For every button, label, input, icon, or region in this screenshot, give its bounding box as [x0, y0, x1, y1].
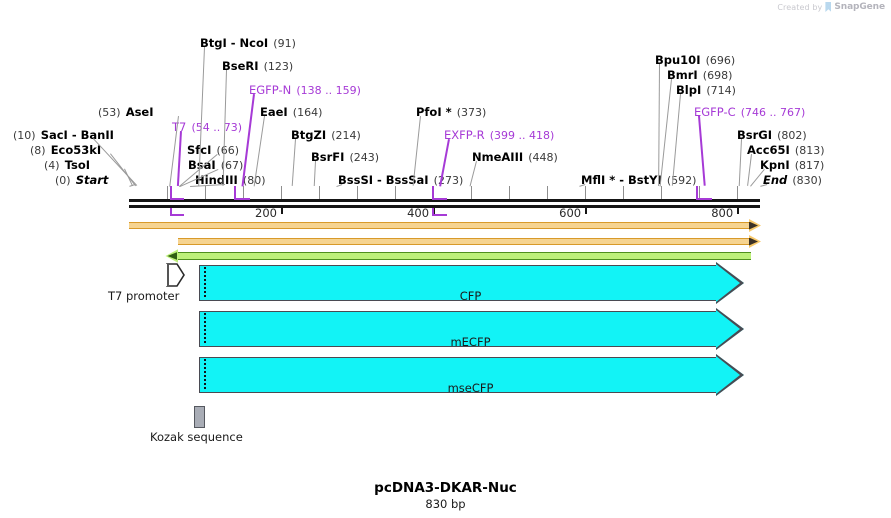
green-arrowhead-inner — [167, 252, 178, 260]
ruler-tick — [205, 186, 207, 199]
ruler-tick — [471, 186, 473, 199]
cfp-arrow-label: mECFP — [450, 335, 491, 349]
ruler-bar — [129, 199, 760, 202]
orange-feature-bar — [129, 222, 750, 229]
enzyme-label: PfoI * (373) — [416, 105, 487, 119]
cfp-start-dots-icon — [204, 313, 206, 345]
enzyme-label: EaeI (164) — [260, 105, 323, 119]
leader-line — [176, 131, 182, 187]
enzyme-label: BtgI - NcoI (91) — [200, 36, 296, 50]
enzyme-label: MflI * - BstYI (592) — [581, 173, 697, 187]
ruler-tick — [737, 186, 739, 199]
ruler-tick-mark — [281, 205, 284, 214]
kozak-sequence-label: Kozak sequence — [150, 430, 243, 444]
enzyme-label: End (830) — [763, 173, 822, 187]
enzyme-label: SfcI (66) — [187, 144, 240, 157]
ruler-tick — [623, 186, 625, 199]
enzyme-label: BlpI (714) — [676, 83, 736, 97]
ruler-tick — [585, 186, 587, 199]
ruler-tick-label: 200 — [255, 206, 277, 220]
enzyme-label: (10) SacI - BanII — [13, 128, 114, 142]
enzyme-label: BssSI - BssSaI (273) — [338, 173, 464, 187]
cfp-arrow-body — [199, 357, 717, 393]
enzyme-label: EGFP-C (746 .. 767) — [694, 105, 806, 119]
ruler-tick — [699, 186, 701, 199]
enzyme-label: (0) Start — [55, 173, 109, 187]
enzyme-label: BseRI (123) — [222, 59, 294, 73]
cfp-arrow-body — [199, 311, 717, 347]
enzyme-label: (4) TsoI — [44, 158, 91, 172]
ruler-tick — [281, 186, 283, 199]
ruler-tick — [357, 186, 359, 199]
enzyme-label: (53) AseI — [98, 105, 154, 119]
ruler-tick — [547, 186, 549, 199]
ruler-tick-label: 800 — [711, 206, 734, 220]
ruler-tick — [661, 186, 663, 199]
t7-promoter-icon — [166, 263, 185, 287]
orange-feature-bar — [178, 238, 750, 245]
enzyme-label: NmeAIII (448) — [472, 150, 558, 164]
green-feature-bar — [175, 252, 751, 260]
enzyme-label: BsrGI (802) — [737, 128, 807, 142]
ruler-bar — [129, 205, 760, 208]
leader-line — [738, 139, 742, 187]
feature-bracket-exfp-r — [432, 186, 447, 200]
leader-line — [110, 153, 136, 186]
ribbon-icon — [825, 2, 831, 12]
cfp-arrow-label: mseCFP — [447, 381, 494, 395]
watermark-brand: SnapGene — [834, 2, 885, 12]
cfp-feature-arrow[interactable] — [199, 308, 744, 350]
enzyme-label: EXFP-R (399 .. 418) — [444, 128, 555, 142]
enzyme-label: KpnI (817) — [760, 158, 825, 172]
orange-arrowhead-inner — [749, 237, 758, 246]
ruler-tick — [243, 186, 245, 199]
leader-line — [658, 64, 660, 187]
t7-promoter-label: T7 promoter — [108, 289, 180, 303]
enzyme-label: BmrI (698) — [667, 68, 733, 82]
ruler-tick-label: 400 — [407, 206, 430, 220]
enzyme-label: T7 (54 .. 73) — [172, 120, 243, 134]
enzyme-label: BsrFI (243) — [311, 150, 380, 164]
enzyme-label: BtgZI (214) — [291, 128, 361, 142]
cfp-feature-arrow[interactable] — [199, 354, 744, 396]
page-title: pcDNA3-DKAR-Nuc — [374, 480, 517, 496]
sequence-length: 830 bp — [425, 497, 466, 511]
enzyme-label: Acc65I (813) — [747, 143, 825, 157]
watermark-created-by: Created by — [777, 2, 823, 12]
cfp-feature-arrow[interactable] — [199, 262, 744, 304]
leader-line — [124, 168, 133, 186]
leader-line — [747, 154, 752, 187]
leader-line — [469, 161, 477, 187]
ruler-tick-label: 600 — [559, 206, 582, 220]
kozak-box-icon — [194, 406, 205, 428]
leader-line — [313, 161, 316, 187]
snapgene-watermark: Created by SnapGene — [777, 2, 885, 12]
cfp-start-dots-icon — [204, 359, 206, 391]
feature-bracket-lower-t7 — [170, 208, 185, 216]
enzyme-label: Bpu10I (696) — [655, 53, 736, 67]
ruler-tick — [167, 186, 168, 199]
feature-bracket-egfp-c — [696, 186, 713, 200]
enzyme-label: EGFP-N (138 .. 159) — [249, 83, 361, 97]
feature-bracket-lower-exfp-r — [432, 208, 447, 216]
feature-bracket-egfp-n — [233, 186, 250, 200]
cfp-arrow-body — [199, 265, 717, 301]
feature-bracket-t7 — [170, 186, 185, 200]
ruler-tick — [509, 186, 511, 199]
cfp-start-dots-icon — [204, 267, 206, 299]
cfp-arrow-label: CFP — [459, 289, 482, 303]
ruler-tick-mark — [585, 205, 588, 214]
leader-line — [291, 139, 296, 187]
ruler-tick — [395, 186, 397, 199]
ruler-tick — [319, 186, 321, 199]
enzyme-label: (8) Eco53kI — [30, 143, 102, 157]
leader-line — [698, 115, 706, 186]
orange-arrowhead-inner — [749, 221, 758, 230]
ruler-tick-mark — [737, 205, 740, 214]
